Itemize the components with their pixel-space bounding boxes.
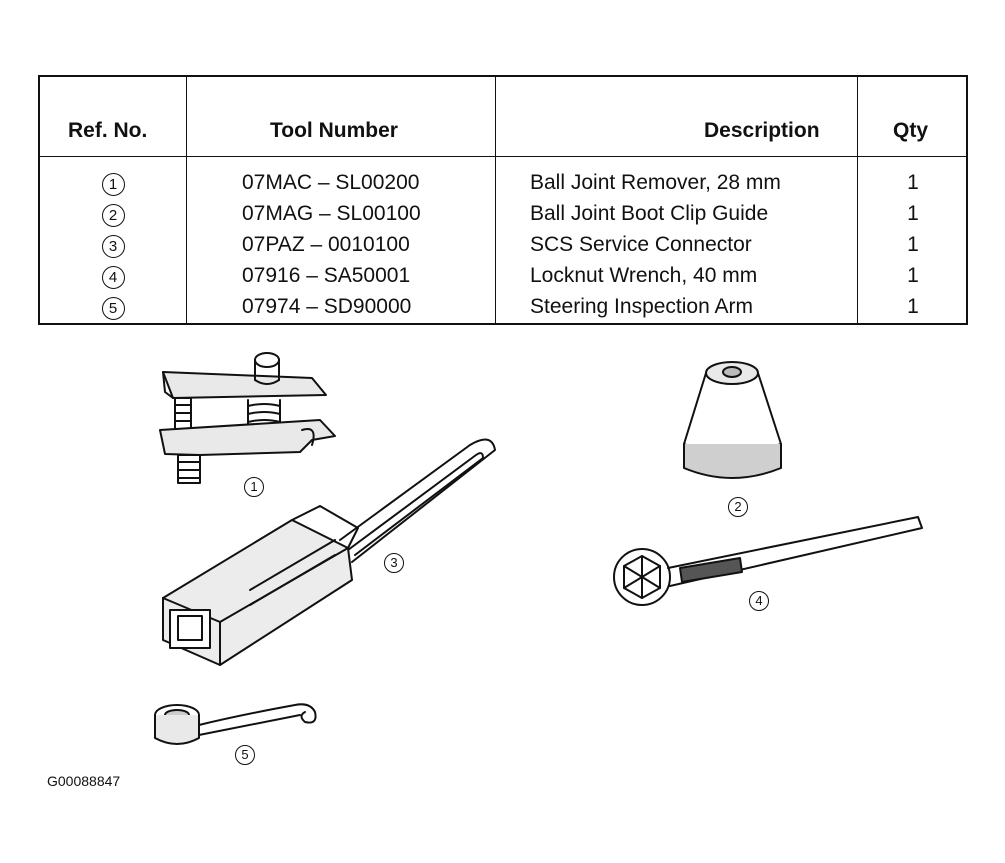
callout-5: 5 bbox=[235, 745, 255, 765]
table-row-ref: 1 bbox=[40, 171, 186, 196]
table-row-tool-number: 07MAC – SL00200 bbox=[242, 171, 420, 194]
header-divider bbox=[40, 156, 966, 157]
table-row-tool-number: 07PAZ – 0010100 bbox=[242, 233, 410, 256]
table-row-description: Steering Inspection Arm bbox=[530, 295, 753, 318]
table-row-description: SCS Service Connector bbox=[530, 233, 752, 256]
table-row-tool-number: 07MAG – SL00100 bbox=[242, 202, 421, 225]
table-row-description: Locknut Wrench, 40 mm bbox=[530, 264, 758, 287]
header-qty: Qty bbox=[893, 119, 929, 142]
table-row-ref: 2 bbox=[40, 202, 186, 227]
table-row-ref: 5 bbox=[40, 295, 186, 320]
table-row-qty: 1 bbox=[907, 295, 919, 318]
column-divider bbox=[857, 77, 858, 323]
column-divider bbox=[495, 77, 496, 323]
table-row-qty: 1 bbox=[907, 264, 919, 287]
figure-id: G00088847 bbox=[47, 773, 121, 789]
table-row-qty: 1 bbox=[907, 202, 919, 225]
callout-1: 1 bbox=[244, 477, 264, 497]
table-row-qty: 1 bbox=[907, 233, 919, 256]
table-row-tool-number: 07974 – SD90000 bbox=[242, 295, 412, 318]
inspection-arm-icon bbox=[154, 703, 317, 745]
callout-3: 3 bbox=[384, 553, 404, 573]
special-tools-table: Ref. No. Tool Number Description Qty 1 0… bbox=[38, 75, 968, 325]
boot-clip-guide-icon bbox=[683, 361, 782, 479]
table-row-description: Ball Joint Remover, 28 mm bbox=[530, 171, 781, 194]
table-row-ref: 4 bbox=[40, 264, 186, 289]
header-description: Description bbox=[704, 119, 820, 142]
header-ref-no: Ref. No. bbox=[68, 119, 148, 142]
table-row-ref: 3 bbox=[40, 233, 186, 258]
table-row-qty: 1 bbox=[907, 171, 919, 194]
callout-2: 2 bbox=[728, 497, 748, 517]
header-tool-number: Tool Number bbox=[270, 119, 398, 142]
service-connector-icon bbox=[162, 438, 496, 666]
ball-joint-remover-icon bbox=[159, 352, 336, 484]
table-row-description: Ball Joint Boot Clip Guide bbox=[530, 202, 769, 225]
table-row-tool-number: 07916 – SA50001 bbox=[242, 264, 411, 287]
locknut-wrench-icon bbox=[613, 516, 923, 606]
column-divider bbox=[186, 77, 187, 323]
callout-4: 4 bbox=[749, 591, 769, 611]
